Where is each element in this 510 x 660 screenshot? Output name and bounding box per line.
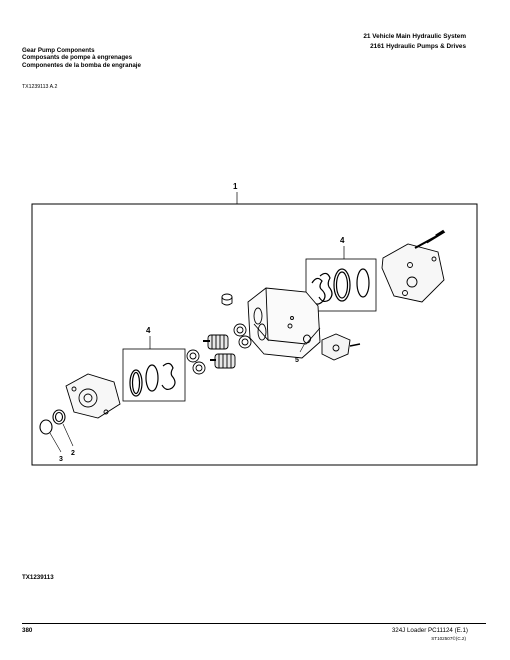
dowel-pin	[221, 293, 233, 306]
seal-kit-left-parts	[129, 362, 176, 397]
bushings	[233, 323, 252, 349]
callout-2: 2	[71, 450, 75, 457]
callout-5-leader	[299, 342, 306, 353]
page-number: 380	[22, 627, 33, 634]
figure-code: TX1239113	[22, 574, 54, 581]
seal-kit-box-right	[305, 258, 377, 312]
title-english: Gear Pump Components	[22, 47, 95, 54]
seal-kit-box-left	[122, 348, 186, 402]
pump-body	[247, 287, 321, 359]
callout-2-leader	[62, 423, 74, 447]
callout-3-leader	[49, 432, 62, 453]
title-spanish: Componentes de la bomba de engranaje	[22, 61, 141, 69]
port-plate	[321, 333, 361, 361]
gear-bushings	[186, 349, 206, 375]
section-title: 21 Vehicle Main Hydraulic System	[363, 33, 466, 40]
model-info: 324J Loader PC11124 (E.1)	[391, 627, 468, 634]
illustration-reference: TX1239113 A.2	[22, 84, 58, 90]
seal-kit-right-parts	[311, 268, 370, 305]
figure-frame	[31, 203, 478, 466]
shaft-seal	[39, 409, 66, 435]
o-ring-5	[303, 334, 311, 344]
callout-4-left: 4	[146, 326, 151, 335]
footer-rule	[22, 623, 486, 624]
section-header: 21 Vehicle Main Hydraulic System 2161 Hy…	[363, 32, 466, 52]
callout-4-right: 4	[340, 236, 345, 245]
component-titles: Gear Pump Components Composants de pompe…	[22, 47, 141, 69]
callout-5: 5	[295, 357, 299, 364]
document-code: ST102507©(C.2)	[431, 636, 466, 641]
rear-cover-assembly	[381, 229, 446, 303]
front-flange	[65, 373, 121, 419]
group-title: 2161 Hydraulic Pumps & Drives	[370, 43, 466, 50]
title-french: Composants de pompe à engrenages	[22, 54, 133, 62]
callout-3: 3	[59, 456, 63, 463]
drive-gears	[203, 334, 236, 369]
callout-1: 1	[233, 182, 238, 191]
